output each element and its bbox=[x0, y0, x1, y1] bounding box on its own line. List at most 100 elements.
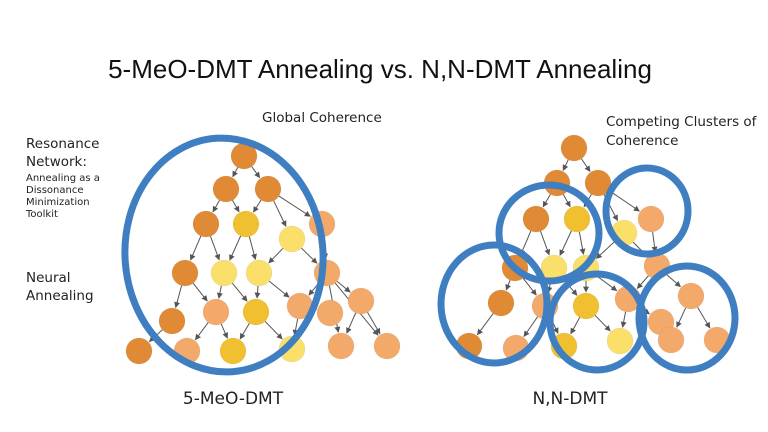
left-network-node bbox=[192, 210, 220, 238]
left-network-edge bbox=[231, 282, 248, 302]
left-network-nodes bbox=[125, 142, 401, 365]
right-network-edge bbox=[542, 193, 551, 208]
left-network-edge bbox=[232, 200, 240, 213]
left-network-edge bbox=[292, 318, 299, 336]
left-network-edge bbox=[220, 323, 228, 339]
right-network-edge bbox=[636, 275, 649, 289]
left-network-node bbox=[202, 298, 230, 326]
right-network-edge bbox=[559, 230, 572, 256]
left-network-edge bbox=[192, 282, 208, 302]
right-network-edge bbox=[620, 311, 627, 328]
right-network-edge bbox=[676, 307, 687, 328]
cluster-ring-bottom-right bbox=[635, 262, 739, 374]
left-network-edge bbox=[216, 285, 223, 299]
right-network-node bbox=[572, 292, 600, 320]
neural-annealing-label-line1: Neural bbox=[26, 270, 71, 286]
right-network-node bbox=[487, 289, 515, 317]
right-network-node bbox=[637, 205, 665, 233]
slide-title: 5-MeO-DMT Annealing vs. N,N-DMT Annealin… bbox=[108, 54, 652, 84]
left-network-node bbox=[278, 335, 306, 363]
left-network-edge bbox=[194, 322, 209, 341]
global-coherence-ring bbox=[121, 134, 327, 376]
right-network-edge bbox=[476, 313, 494, 336]
right-network-edge bbox=[578, 231, 586, 255]
right-network-node bbox=[522, 205, 550, 233]
left-network-edge bbox=[367, 312, 381, 335]
left-network-edge bbox=[300, 247, 318, 264]
left-network-edge bbox=[229, 235, 242, 261]
toolkit-label-line3: Minimization bbox=[26, 197, 90, 208]
right-network-edge bbox=[594, 314, 611, 332]
left-network-node bbox=[171, 259, 199, 287]
left-network-node bbox=[373, 332, 401, 360]
left-network-edge bbox=[189, 235, 202, 261]
toolkit-label-line4: Toolkit bbox=[25, 209, 58, 220]
right-network-node bbox=[677, 282, 705, 310]
resonance-network-label-line1: Resonance bbox=[26, 136, 100, 152]
right-network-edge bbox=[522, 277, 537, 296]
right-network-edge bbox=[608, 189, 640, 212]
right-network-node bbox=[584, 169, 612, 197]
toolkit-label-line1: Annealing as a bbox=[26, 173, 100, 184]
left-network-node bbox=[219, 337, 247, 365]
right-network-node bbox=[657, 326, 685, 354]
right-network-edge bbox=[651, 231, 658, 253]
left-network-node bbox=[158, 307, 186, 335]
left-network-node bbox=[212, 175, 240, 203]
resonance-network-label-line2: Network: bbox=[26, 154, 87, 170]
cluster-ring-top-right bbox=[602, 164, 692, 258]
right-network-edge bbox=[523, 316, 539, 337]
cluster-ring-bottom-left bbox=[437, 241, 551, 367]
left-caption: 5-MeO-DMT bbox=[183, 389, 284, 409]
right-network-edge bbox=[562, 159, 569, 171]
left-network-node bbox=[245, 259, 273, 287]
left-network-node bbox=[232, 210, 260, 238]
right-caption: N,N-DMT bbox=[532, 389, 608, 409]
left-network-edge bbox=[210, 236, 221, 261]
left-network-edge bbox=[253, 199, 262, 213]
right-network-edge bbox=[505, 279, 511, 291]
left-network-edge bbox=[212, 200, 220, 213]
left-network-edge bbox=[248, 236, 257, 261]
left-network-node bbox=[254, 175, 282, 203]
left-network-edge bbox=[174, 285, 183, 309]
left-network-edge bbox=[239, 322, 250, 340]
left-network-node bbox=[278, 225, 306, 253]
left-network-edge bbox=[254, 285, 261, 299]
left-network-edge bbox=[273, 200, 287, 227]
toolkit-label-line2: Dissonance bbox=[26, 185, 83, 196]
global-coherence-annotation: Global Coherence bbox=[262, 110, 382, 126]
right-network-node bbox=[606, 327, 634, 355]
left-network-edge bbox=[251, 166, 261, 179]
right-network-node bbox=[563, 205, 591, 233]
competing-clusters-annotation-line2: Coherence bbox=[606, 133, 678, 149]
left-network-node bbox=[242, 298, 270, 326]
right-network-node bbox=[560, 134, 588, 162]
right-network-edge bbox=[570, 317, 581, 335]
right-network-edge bbox=[580, 158, 591, 172]
left-network-node bbox=[316, 299, 344, 327]
left-network-edge bbox=[268, 280, 290, 298]
left-network-edge bbox=[346, 312, 357, 334]
sidebar-labels: Resonance Network: Annealing as a Disson… bbox=[25, 136, 100, 304]
left-network-edge bbox=[264, 320, 283, 340]
right-network-edge bbox=[596, 275, 618, 292]
right-network-edge bbox=[540, 231, 551, 256]
right-network-edge bbox=[697, 306, 711, 329]
cluster-ring-bottom-middle bbox=[546, 270, 648, 374]
left-network-node bbox=[347, 287, 375, 315]
competing-clusters-annotation-line1: Competing Clusters of bbox=[606, 114, 758, 130]
cluster-ring-top-left bbox=[495, 181, 603, 285]
coherence-rings bbox=[121, 134, 739, 376]
left-network-edge bbox=[268, 247, 284, 264]
left-network-edge bbox=[232, 167, 239, 178]
right-network-edge bbox=[562, 194, 571, 208]
neural-annealing-label-line2: Annealing bbox=[26, 288, 94, 304]
left-network-node bbox=[210, 259, 238, 287]
left-network-node bbox=[125, 337, 153, 365]
right-network-edge bbox=[595, 241, 615, 259]
left-network-edge bbox=[278, 195, 311, 217]
right-network-edge bbox=[666, 274, 681, 288]
